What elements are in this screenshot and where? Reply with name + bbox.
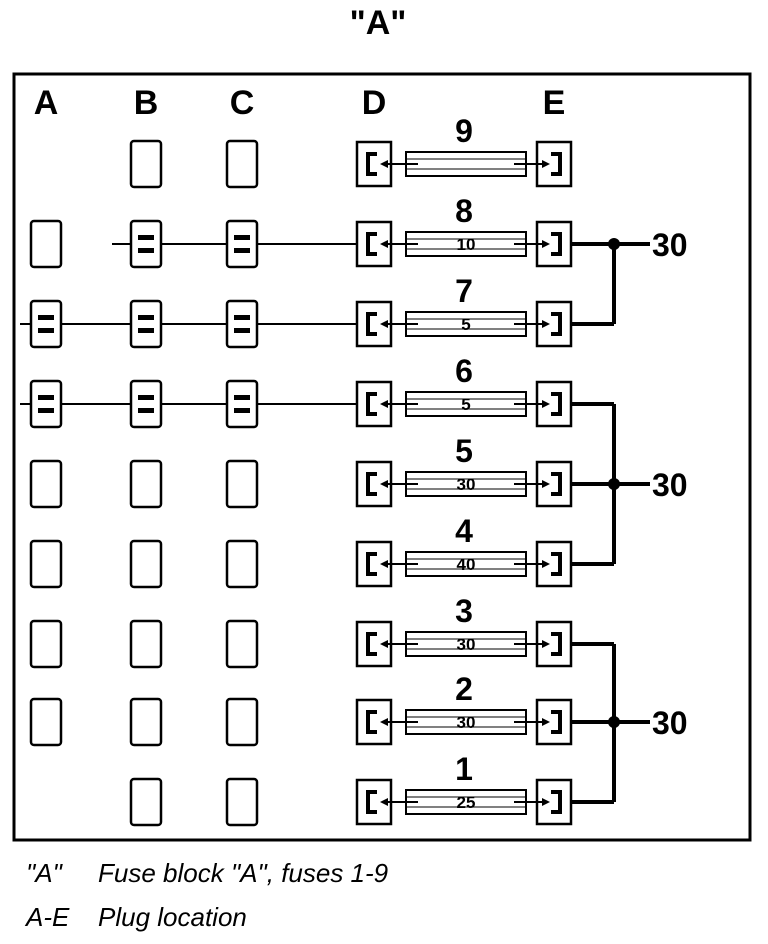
- plug-b: [129, 539, 163, 589]
- plug-c: [225, 139, 259, 189]
- plug-b: [129, 139, 163, 189]
- plug-c: [225, 299, 259, 349]
- plug-a: [29, 619, 63, 669]
- fuse-number: 8: [455, 193, 473, 229]
- plug-c: [225, 459, 259, 509]
- legend-key-1: "A": [26, 858, 64, 888]
- fuse-row: 230: [355, 671, 573, 746]
- legend-text-1: Fuse block "A", fuses 1-9: [98, 858, 388, 888]
- plug-a: [29, 697, 63, 747]
- wiring: [20, 243, 374, 405]
- fuse-number: 9: [455, 113, 473, 149]
- plug-a: [29, 299, 63, 349]
- fuse-row: 9: [355, 113, 573, 188]
- plug-a: [29, 459, 63, 509]
- fuse-number: 2: [455, 671, 473, 707]
- fuse-body: [405, 151, 527, 177]
- fuse-amps: 5: [461, 315, 470, 334]
- column-label-e: E: [543, 84, 566, 122]
- legend: "A" Fuse block "A", fuses 1-9 A-E Plug l…: [24, 858, 388, 932]
- legend-key-2: A-E: [24, 902, 70, 932]
- plug-b: [129, 619, 163, 669]
- plug-a: [29, 219, 63, 269]
- plug-b: [129, 459, 163, 509]
- fuse-number: 1: [455, 751, 473, 787]
- fuse-amps: 30: [457, 713, 476, 732]
- plug-b: [129, 697, 163, 747]
- fuse-number: 3: [455, 593, 473, 629]
- fuse-body: [405, 471, 527, 497]
- feed-label: 30: [652, 467, 688, 503]
- diagram-title: "A": [350, 4, 407, 42]
- feed-label: 30: [652, 705, 688, 741]
- plug-a: [29, 539, 63, 589]
- fuse-amps: 5: [461, 395, 470, 414]
- fuse-body: [405, 631, 527, 657]
- fuse-body: [405, 709, 527, 735]
- plug-c: [225, 379, 259, 429]
- plug-b: [129, 777, 163, 827]
- fuse-block-frame: [12, 72, 752, 842]
- plug-grid: [29, 139, 259, 827]
- legend-text-2: Plug location: [98, 902, 247, 932]
- power-feeds: 30 30 30: [571, 227, 688, 804]
- fuse-amps: 40: [457, 555, 476, 574]
- plug-c: [225, 619, 259, 669]
- fuse-row: 125: [355, 751, 573, 826]
- plug-c: [225, 697, 259, 747]
- plug-b: [129, 379, 163, 429]
- fuse-row: 810: [355, 193, 573, 268]
- fuse-row: 75: [355, 273, 573, 348]
- fuse-amps: 25: [457, 793, 476, 812]
- fuse-row: 330: [355, 593, 573, 668]
- plug-b: [129, 299, 163, 349]
- plug-a: [29, 379, 63, 429]
- fuse-amps: 30: [457, 635, 476, 654]
- feed-bus: 30: [571, 642, 688, 804]
- plug-c: [225, 219, 259, 269]
- feed-bus: 30: [571, 402, 688, 566]
- fuse-number: 5: [455, 433, 473, 469]
- plug-c: [225, 777, 259, 827]
- fuse-number: 4: [455, 513, 473, 549]
- fuse-row: 65: [355, 353, 573, 428]
- plug-d: [355, 220, 393, 268]
- plug-c: [225, 539, 259, 589]
- column-label-d: D: [362, 84, 387, 122]
- column-label-b: B: [134, 84, 159, 122]
- column-label-c: C: [230, 84, 255, 122]
- feed-label: 30: [652, 227, 688, 263]
- column-labels: A B C D E: [34, 84, 566, 122]
- fuse-number: 6: [455, 353, 473, 389]
- fuse-body: [405, 311, 527, 337]
- fuse-amps: 10: [457, 235, 476, 254]
- column-label-a: A: [34, 84, 59, 122]
- feed-bus: 30: [571, 227, 688, 326]
- fuse-amps: 30: [457, 475, 476, 494]
- fuse-row: 440: [355, 513, 573, 588]
- plug-b: [129, 219, 163, 269]
- fuse-number: 7: [455, 273, 473, 309]
- fuse-row: 530: [355, 433, 573, 508]
